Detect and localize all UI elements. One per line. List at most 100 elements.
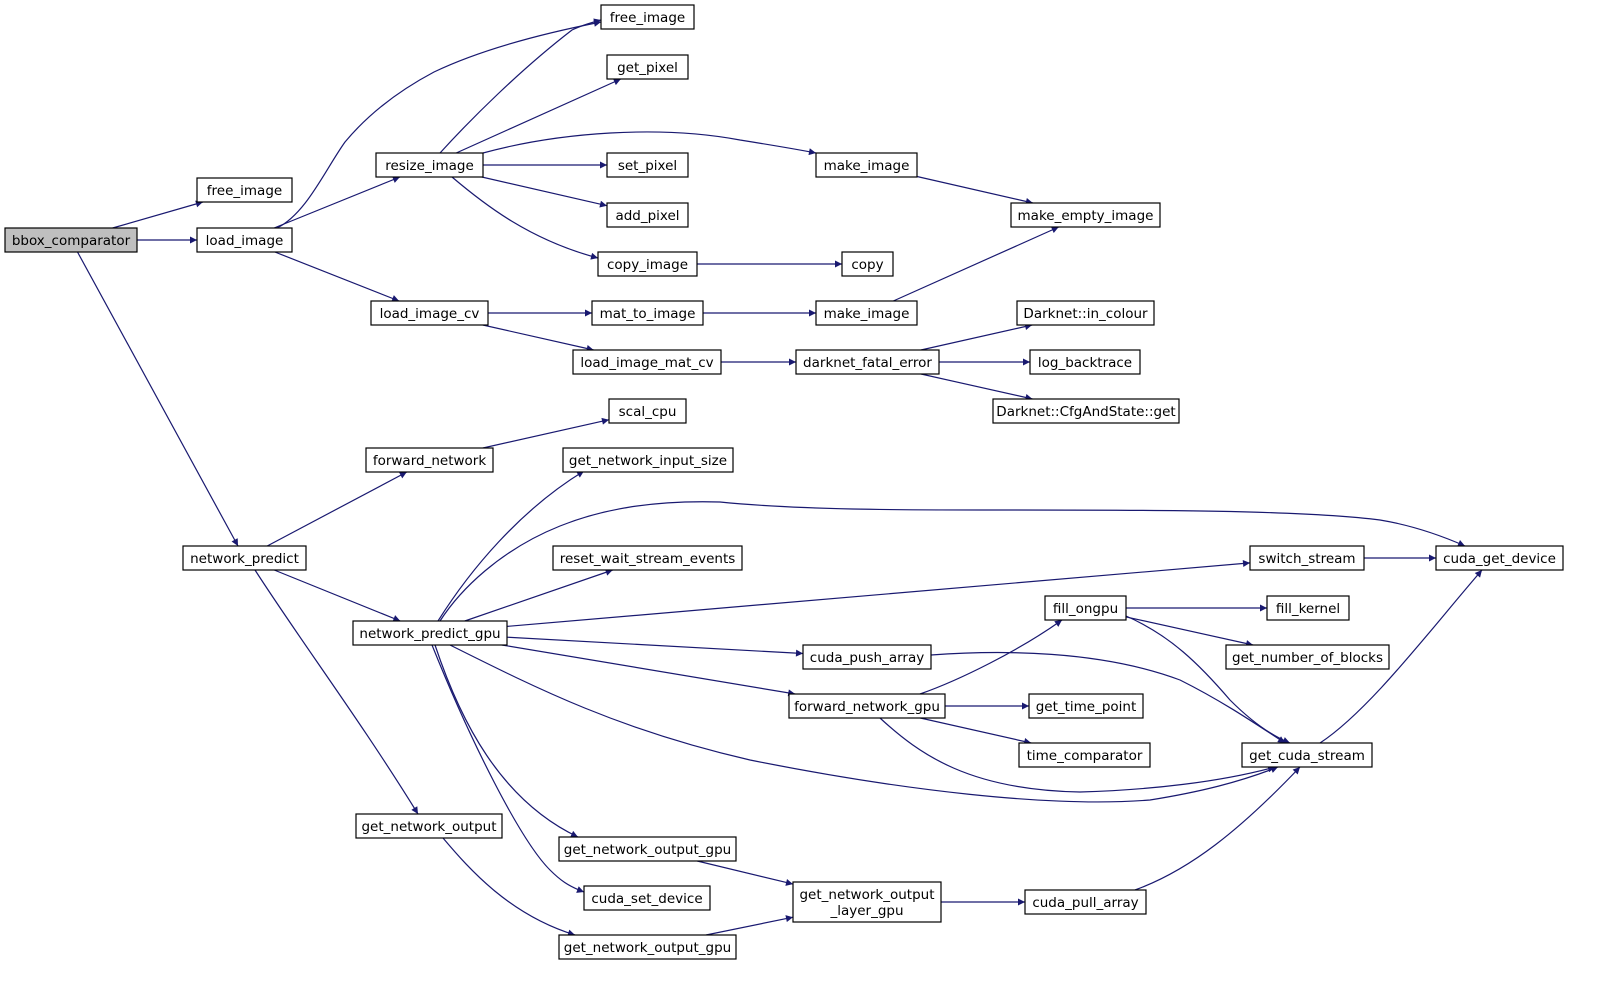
node-label: make_image — [824, 158, 910, 174]
node-layer: bbox_comparator free_image load_imagenetwo… — [4, 4, 1564, 960]
edge-darknet_fatal_error-to-in_colour — [920, 323, 1033, 351]
node-load_image_mat_cv[interactable]: load_image_mat_cv — [572, 349, 722, 375]
edge-network_predict_gpu-to-get_cuda_stream — [449, 644, 1279, 803]
node-box — [1266, 595, 1350, 621]
node-box — [352, 620, 508, 646]
node-box — [572, 349, 722, 375]
node-copy_image[interactable]: copy_image — [597, 251, 698, 277]
node-make_image_1[interactable]: make_image — [815, 152, 918, 178]
node-box — [606, 152, 689, 178]
node-box — [606, 54, 689, 80]
node-resize_image[interactable]: resize_image — [375, 152, 484, 178]
node-label: set_pixel — [618, 158, 677, 174]
node-darknet_fatal_error[interactable]: darknet_fatal_error — [795, 349, 940, 375]
node-add_pixel[interactable]: add_pixel — [606, 202, 689, 228]
node-label: _layer_gpu — [829, 903, 903, 919]
node-box — [1435, 545, 1564, 571]
node-box — [792, 881, 942, 923]
node-free_image_2[interactable]: free_image — [600, 4, 695, 30]
edge-resize_image-to-free_image_2 — [439, 18, 602, 154]
node-cuda_push_array[interactable]: cuda_push_array — [802, 644, 932, 670]
node-box — [802, 644, 932, 670]
node-label: copy — [851, 257, 883, 273]
node-box — [606, 202, 689, 228]
node-network_predict_gpu[interactable]: network_predict_gpu — [352, 620, 508, 646]
node-copy[interactable]: copy — [841, 251, 894, 277]
node-cuda_get_device[interactable]: cuda_get_device — [1435, 545, 1564, 571]
node-box — [600, 4, 695, 30]
node-box — [1024, 889, 1147, 915]
node-fill_ongpu[interactable]: fill_ongpu — [1044, 595, 1127, 621]
node-label: load_image_cv — [380, 306, 480, 322]
node-box — [1225, 644, 1390, 670]
node-cfg_get[interactable]: Darknet::CfgAndState::get — [992, 398, 1180, 424]
node-get_network_input_size[interactable]: get_network_input_size — [562, 447, 734, 473]
node-set_pixel[interactable]: set_pixel — [606, 152, 689, 178]
node-fill_kernel[interactable]: fill_kernel — [1266, 595, 1350, 621]
node-cuda_set_device[interactable]: cuda_set_device — [583, 885, 711, 911]
node-box — [1249, 545, 1365, 571]
node-forward_network_gpu[interactable]: forward_network_gpu — [788, 693, 946, 719]
edge-bbox_comparator-to-free_image_1 — [112, 200, 204, 229]
node-box — [815, 152, 918, 178]
edge-get_network_output_gpu_1-to-get_network_output_layer_gpu — [697, 860, 794, 886]
node-label: cuda_pull_array — [1032, 895, 1138, 911]
node-make_image_2[interactable]: make_image — [815, 300, 918, 326]
node-label: free_image — [610, 10, 685, 26]
node-get_network_output[interactable]: get_network_output — [355, 813, 503, 839]
edge-network_predict-to-get_network_output — [254, 569, 419, 815]
node-label: add_pixel — [615, 208, 679, 224]
node-make_empty_image[interactable]: make_empty_image — [1010, 202, 1161, 228]
edge-layer — [76, 18, 1483, 937]
edge-cuda_push_array-to-get_cuda_stream — [930, 651, 1286, 744]
node-switch_stream[interactable]: switch_stream — [1249, 545, 1365, 571]
node-box — [583, 885, 711, 911]
node-label: get_network_input_size — [569, 453, 727, 469]
node-label: Darknet::in_colour — [1023, 306, 1148, 322]
node-scal_cpu[interactable]: scal_cpu — [608, 398, 687, 424]
node-log_backtrace[interactable]: log_backtrace — [1029, 349, 1141, 375]
node-in_colour[interactable]: Darknet::in_colour — [1016, 300, 1155, 326]
node-network_predict[interactable]: network_predict — [182, 545, 307, 571]
node-label: load_image_mat_cv — [580, 355, 713, 371]
node-label: resize_image — [385, 158, 474, 174]
edge-make_image_2-to-make_empty_image — [893, 226, 1059, 302]
node-box — [558, 934, 737, 960]
edge-load_image-to-resize_image — [273, 176, 401, 229]
node-box — [370, 300, 489, 326]
edge-load_image-to-load_image_cv — [274, 251, 400, 302]
edge-forward_network_gpu-to-fill_ongpu — [919, 619, 1063, 695]
node-label: mat_to_image — [600, 306, 696, 322]
node-box — [4, 227, 138, 253]
node-label: log_backtrace — [1038, 355, 1132, 371]
node-reset_wait_stream_events[interactable]: reset_wait_stream_events — [552, 545, 743, 571]
node-forward_network[interactable]: forward_network — [365, 447, 494, 473]
node-box — [788, 693, 946, 719]
node-label: copy_image — [607, 257, 688, 273]
node-get_cuda_stream[interactable]: get_cuda_stream — [1241, 742, 1373, 768]
edge-resize_image-to-make_image_1 — [482, 131, 817, 156]
node-box — [375, 152, 484, 178]
node-mat_to_image[interactable]: mat_to_image — [591, 300, 704, 326]
node-get_network_output_gpu_2[interactable]: get_network_output_gpu — [558, 934, 737, 960]
edge-make_image_1-to-make_empty_image — [916, 175, 1034, 205]
node-label: get_network_output_gpu — [564, 842, 731, 858]
node-get_time_point[interactable]: get_time_point — [1028, 693, 1144, 719]
node-get_network_output_layer_gpu[interactable]: get_network_output_layer_gpu — [792, 881, 942, 923]
node-box — [841, 251, 894, 277]
node-cuda_pull_array[interactable]: cuda_pull_array — [1024, 889, 1147, 915]
node-bbox_comparator[interactable]: bbox_comparator — [4, 227, 138, 253]
edge-network_predict-to-forward_network — [266, 471, 408, 547]
node-time_comparator[interactable]: time_comparator — [1018, 742, 1151, 768]
node-label: make_empty_image — [1018, 208, 1154, 224]
node-box — [552, 545, 743, 571]
node-box — [196, 177, 293, 203]
node-get_pixel[interactable]: get_pixel — [606, 54, 689, 80]
edge-network_predict_gpu-to-cuda_push_array — [506, 636, 804, 657]
node-load_image[interactable]: load_image — [196, 227, 293, 253]
node-get_number_of_blocks[interactable]: get_number_of_blocks — [1225, 644, 1390, 670]
node-get_network_output_gpu_1[interactable]: get_network_output_gpu — [558, 836, 737, 862]
node-free_image_1[interactable]: free_image — [196, 177, 293, 203]
edge-forward_network_gpu-to-time_comparator — [920, 717, 1032, 745]
node-load_image_cv[interactable]: load_image_cv — [370, 300, 489, 326]
